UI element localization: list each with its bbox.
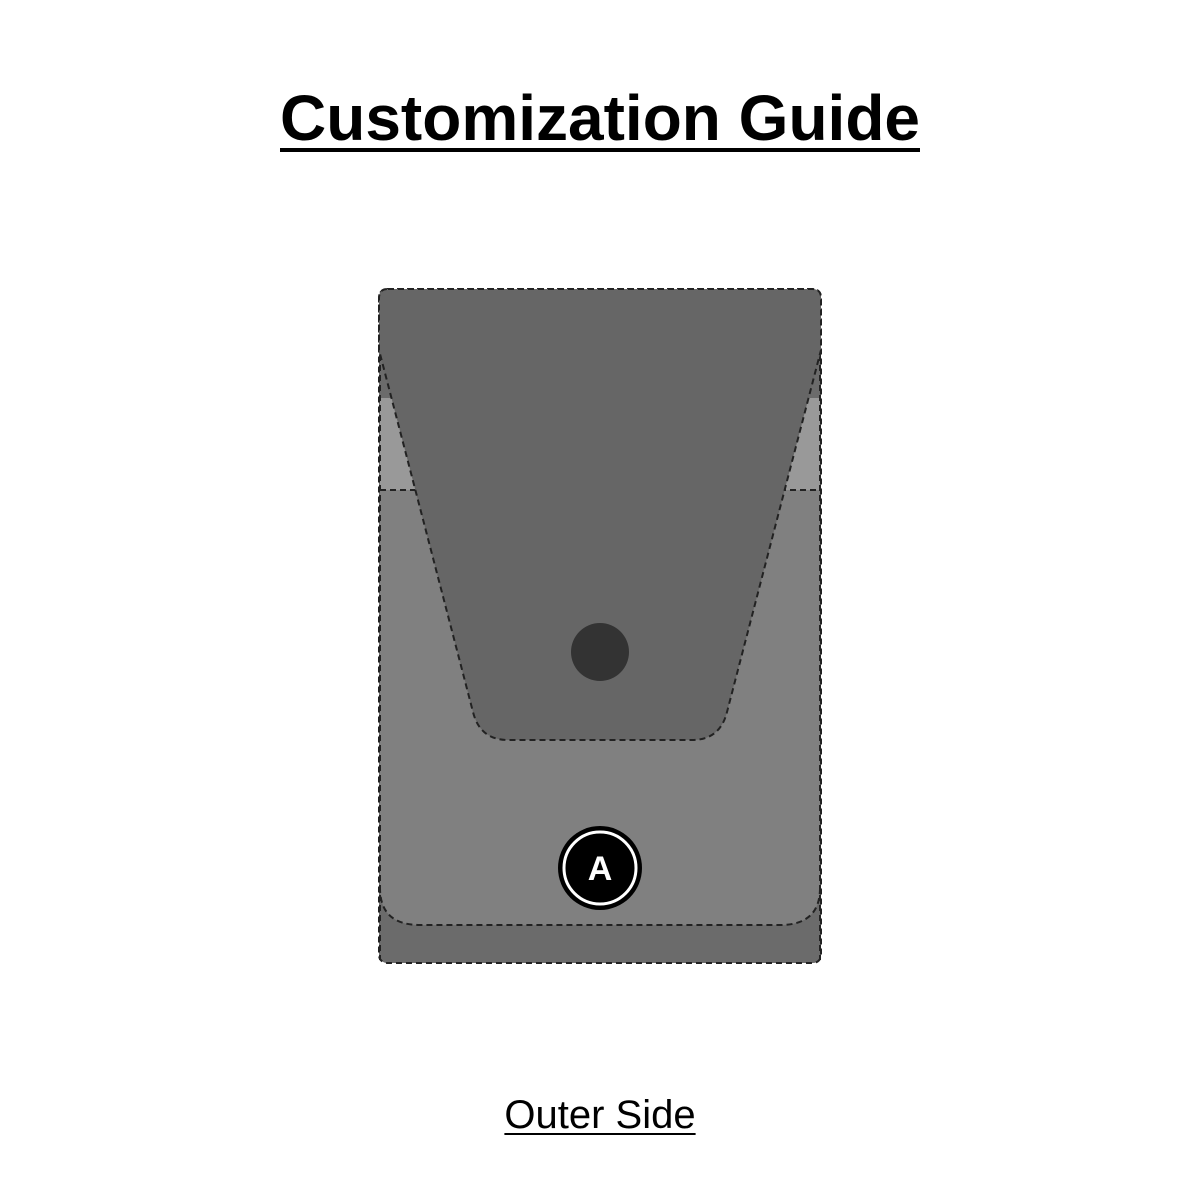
marker-a-outer-ring [558,826,642,910]
marker-a-inner-ring [562,830,638,906]
page-title: Customization Guide [280,82,920,154]
view-caption: Outer Side [504,1093,696,1137]
snap-button [571,623,629,681]
closing-flap [378,288,822,741]
marker-a: A [558,826,642,910]
marker-a-label: A [588,850,613,888]
